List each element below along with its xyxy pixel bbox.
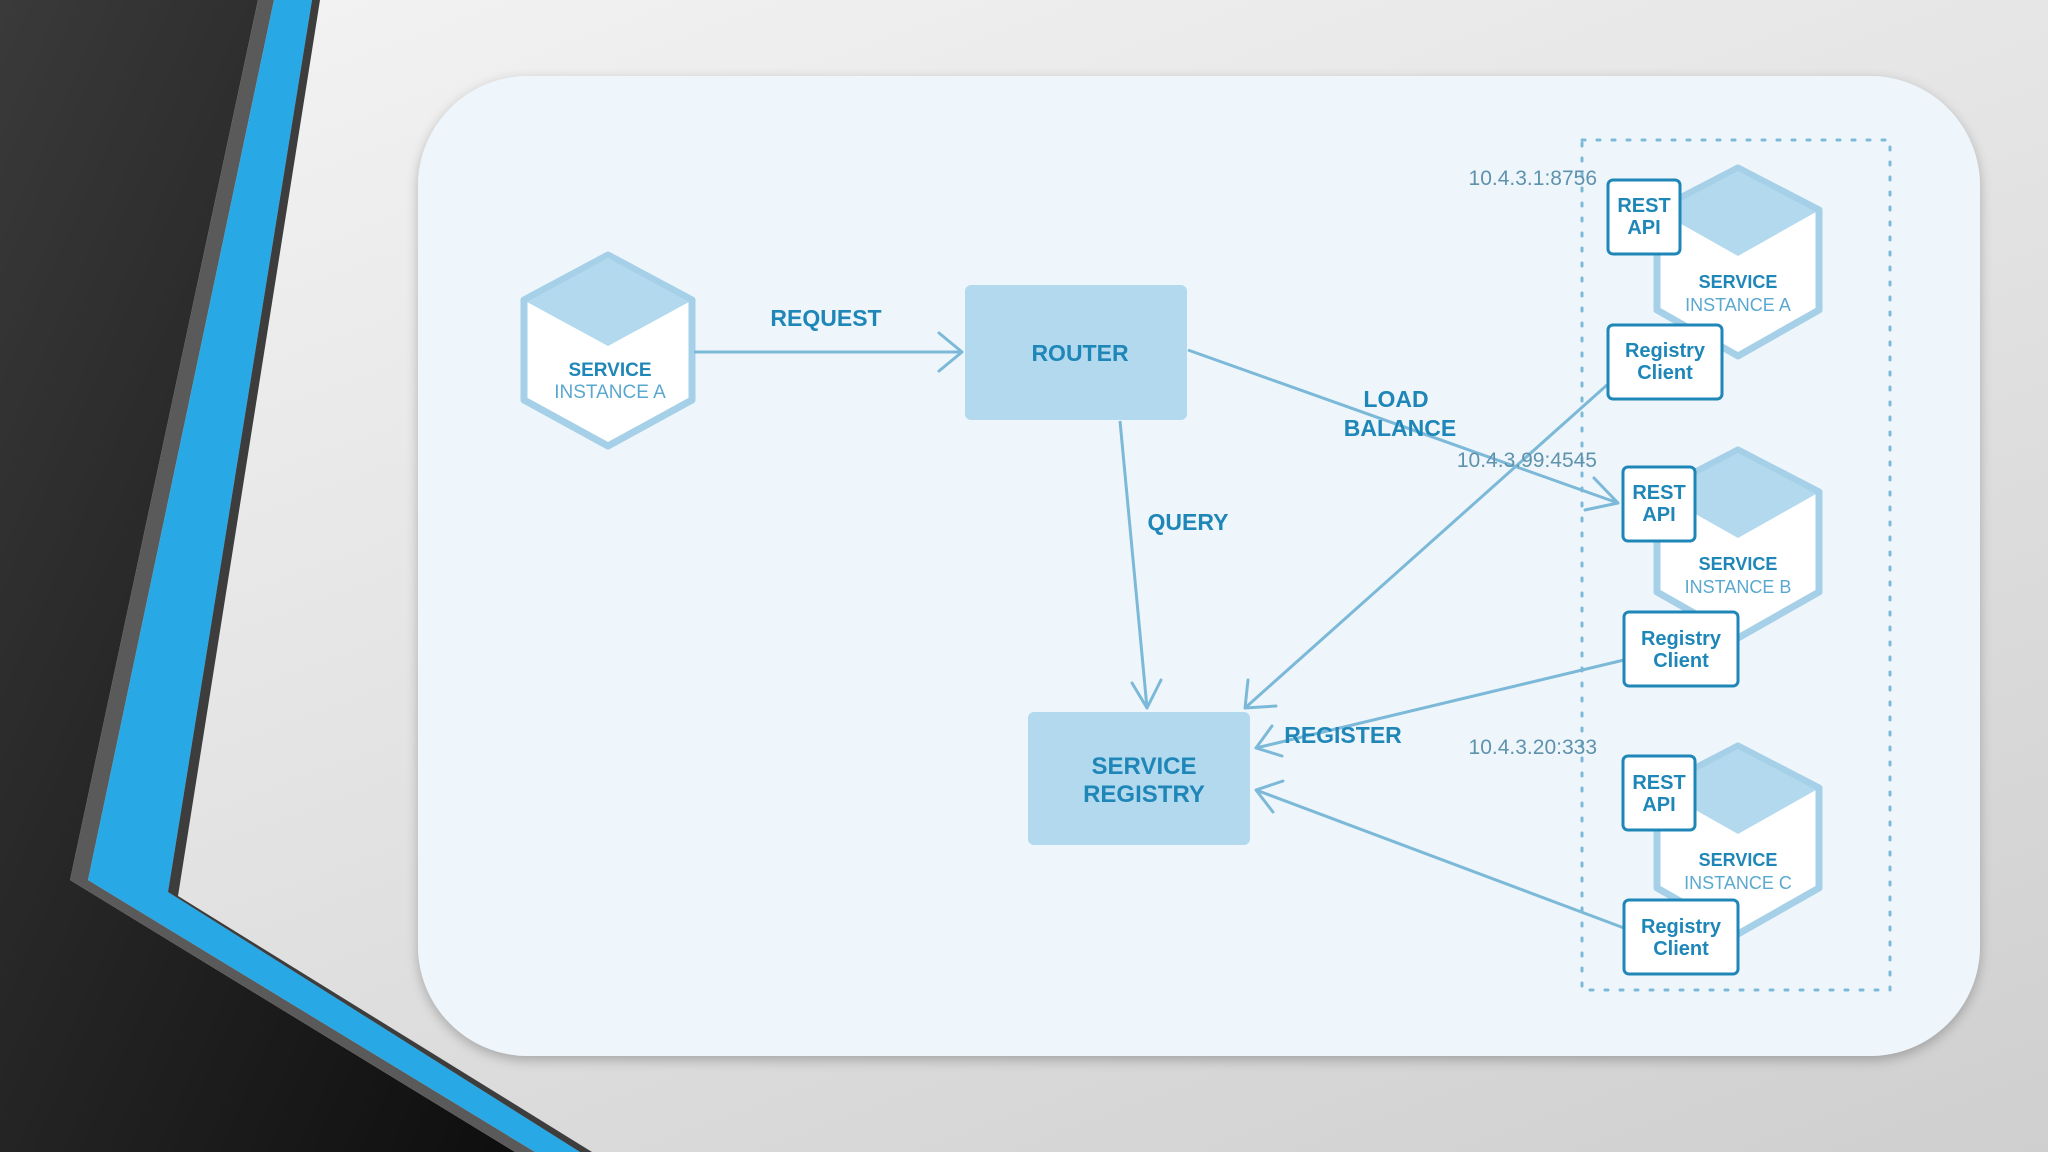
instances-group-border <box>1580 138 1892 992</box>
edge-label-load: LOAD <box>1363 386 1428 412</box>
instance-b-label-line2: INSTANCE B <box>1685 577 1792 597</box>
instance-c-label-line1: SERVICE <box>1699 850 1778 870</box>
instance-a-label-line1: SERVICE <box>1699 272 1778 292</box>
instance-b-ip: 10.4.3.99:4545 <box>1457 449 1597 472</box>
instance-a-registry-client: Registry Client <box>1606 323 1724 401</box>
instance-c-rest-api: REST API <box>1621 754 1697 832</box>
instance-a-rest-line1: REST <box>1617 195 1670 217</box>
instance-a-label-line2: INSTANCE A <box>1685 295 1791 315</box>
diagram-card <box>418 76 1980 1056</box>
instance-a-rest-api: REST API <box>1606 178 1682 256</box>
edge-request <box>694 331 964 373</box>
edge-query <box>1118 420 1163 710</box>
edge-register-c <box>1254 779 1625 930</box>
instance-c-label-line2: INSTANCE C <box>1684 873 1792 893</box>
instance-c-registry-client: Registry Client <box>1622 898 1740 976</box>
edge-register-a <box>1243 383 1608 710</box>
instance-a-ip: 10.4.3.1:8756 <box>1469 167 1597 190</box>
edge-label-balance: BALANCE <box>1344 415 1456 441</box>
service-instance-c: 10.4.3.20:333 SERVICE INSTANCE C REST AP… <box>1469 736 1823 976</box>
edge-label-query: QUERY <box>1148 509 1229 535</box>
service-instance-a: 10.4.3.1:8756 SERVICE INSTANCE A REST AP… <box>1469 164 1823 401</box>
registry-label-line2: REGISTRY <box>1083 781 1205 808</box>
instance-b-rest-api: REST API <box>1621 465 1697 543</box>
registry-label-line1: SERVICE <box>1092 753 1197 780</box>
client-label-line2: INSTANCE A <box>554 382 666 403</box>
edge-label-request: REQUEST <box>770 305 881 331</box>
instance-b-registry-client: Registry Client <box>1622 610 1740 688</box>
instance-b-label-line1: SERVICE <box>1699 554 1778 574</box>
edge-label-register: REGISTER <box>1284 722 1402 748</box>
edge-load-balance <box>1187 348 1620 512</box>
service-instance-b: 10.4.3.99:4545 SERVICE INSTANCE B REST A… <box>1457 446 1823 688</box>
instance-c-reg-line1: Registry <box>1641 916 1722 938</box>
instance-a-reg-line1: Registry <box>1625 340 1706 362</box>
router-label: ROUTER <box>1031 340 1129 366</box>
instance-c-reg-line2: Client <box>1653 938 1709 960</box>
edge-register-b <box>1254 658 1625 758</box>
instance-b-reg-line1: Registry <box>1641 628 1722 650</box>
instance-a-rest-line2: API <box>1627 217 1660 239</box>
instance-b-reg-line2: Client <box>1653 650 1709 672</box>
router-node: ROUTER <box>965 285 1187 420</box>
instance-c-rest-line1: REST <box>1632 772 1685 794</box>
client-label-line1: SERVICE <box>568 360 651 381</box>
instance-b-rest-line2: API <box>1642 504 1675 526</box>
service-registry-node: SERVICE REGISTRY <box>1028 712 1250 845</box>
client-service-node: SERVICE INSTANCE A <box>520 251 696 450</box>
instance-b-rest-line1: REST <box>1632 482 1685 504</box>
instance-c-rest-line2: API <box>1642 794 1675 816</box>
dark-left-panel <box>0 0 515 1152</box>
dark-edge-line <box>168 0 592 1152</box>
instance-a-reg-line2: Client <box>1637 362 1693 384</box>
blue-accent-stripe <box>88 0 580 1152</box>
instance-c-ip: 10.4.3.20:333 <box>1469 736 1597 759</box>
